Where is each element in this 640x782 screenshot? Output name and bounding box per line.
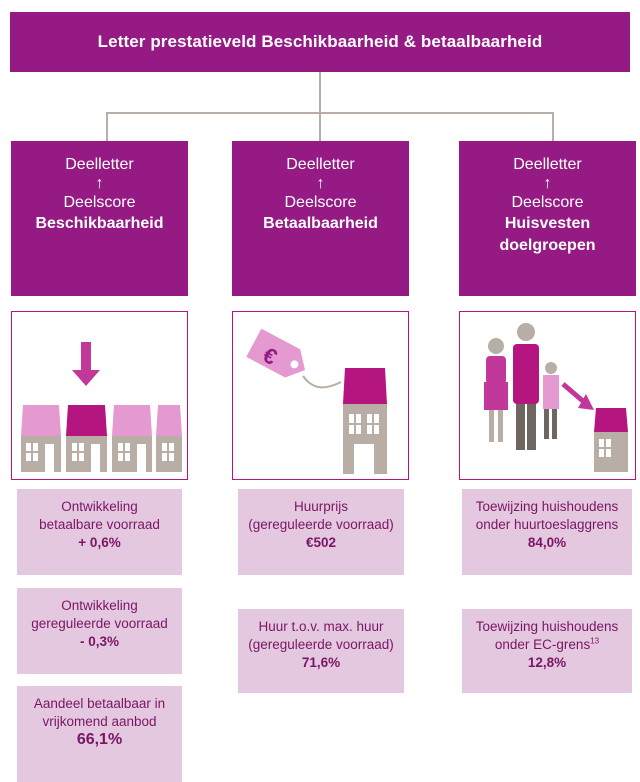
- stat-label-line2-wrap: onder EC-grens13: [462, 636, 632, 654]
- stat-card: Huur t.o.v. max. huur (gereguleerde voor…: [238, 609, 404, 693]
- stat-value: 66,1%: [76, 731, 123, 748]
- deelletter-label: Deelletter: [65, 156, 134, 173]
- deelscore-label: Deelscore: [63, 194, 136, 211]
- stat-label-line2: gereguleerde voorraad: [31, 616, 168, 631]
- header-huisvesten-doelgroepen: Deelletter ↑ Deelscore Huisvesten doelgr…: [459, 141, 636, 296]
- stat-label-line1: Huurprijs: [293, 499, 348, 514]
- stat-label-line1: Toewijzing huishoudens: [475, 619, 619, 634]
- price-tag-illustration: €: [232, 311, 409, 480]
- arrow-up-icon: ↑: [95, 175, 104, 192]
- deelscore-label: Deelscore: [511, 194, 584, 211]
- stat-label-line2: (gereguleerde voorraad): [248, 517, 394, 532]
- stat-card: Toewijzing huishoudens onder EC-grens13 …: [462, 609, 632, 693]
- stat-card: Ontwikkeling betaalbare voorraad + 0,6%: [17, 489, 182, 575]
- arrow-up-icon: ↑: [543, 175, 552, 192]
- header-beschikbaarheid: Deelletter ↑ Deelscore Beschikbaarheid: [11, 141, 188, 296]
- houses-illustration: [11, 311, 188, 480]
- stat-label-line1: Ontwikkeling: [61, 598, 138, 613]
- deelletter-label: Deelletter: [286, 156, 355, 173]
- stat-card: Huurprijs (gereguleerde voorraad) €502: [238, 489, 404, 575]
- stat-value: 84,0%: [527, 535, 567, 550]
- stat-value: 12,8%: [527, 655, 567, 670]
- stat-label-line2: onder huurtoeslaggrens: [475, 517, 619, 532]
- stat-value: 71,6%: [301, 655, 341, 670]
- deelletter-label: Deelletter: [513, 156, 582, 173]
- stat-label-line2: betaalbare voorraad: [39, 517, 160, 532]
- family-icon: [484, 323, 628, 472]
- stat-label-line1: Toewijzing huishoudens: [475, 499, 619, 514]
- stat-value: + 0,6%: [78, 535, 121, 550]
- stat-label-line1: Ontwikkeling: [61, 499, 138, 514]
- stat-label-line1: Aandeel betaalbaar in: [33, 696, 166, 711]
- stat-value: €502: [305, 535, 337, 550]
- stat-label-line2: vrijkomend aanbod: [42, 714, 157, 729]
- deelscore-label: Deelscore: [284, 194, 357, 211]
- column-name: Beschikbaarheid: [35, 215, 164, 232]
- footnote-marker: 13: [590, 636, 600, 646]
- stat-label-line2: onder EC-grens: [494, 637, 591, 652]
- stat-label-line2: (gereguleerde voorraad): [248, 637, 394, 652]
- stat-value: - 0,3%: [79, 634, 120, 649]
- family-illustration: [459, 311, 636, 480]
- arrow-up-icon: ↑: [316, 175, 325, 192]
- stat-label-line1: Huur t.o.v. max. huur: [258, 619, 384, 634]
- column-name: Betaalbaarheid: [263, 215, 378, 232]
- stat-card: Aandeel betaalbaar in vrijkomend aanbod …: [17, 686, 182, 782]
- header-betaalbaarheid: Deelletter ↑ Deelscore Betaalbaarheid: [232, 141, 409, 296]
- column-name-line2: doelgroepen: [499, 237, 596, 254]
- diagram-title: Letter prestatieveld Beschikbaarheid & b…: [10, 12, 630, 72]
- stat-card: Toewijzing huishoudens onder huurtoeslag…: [462, 489, 632, 575]
- price-tag-icon: €: [246, 328, 387, 474]
- houses-icon: [21, 342, 182, 472]
- column-name: Huisvesten: [504, 215, 591, 232]
- stat-card: Ontwikkeling gereguleerde voorraad - 0,3…: [17, 588, 182, 674]
